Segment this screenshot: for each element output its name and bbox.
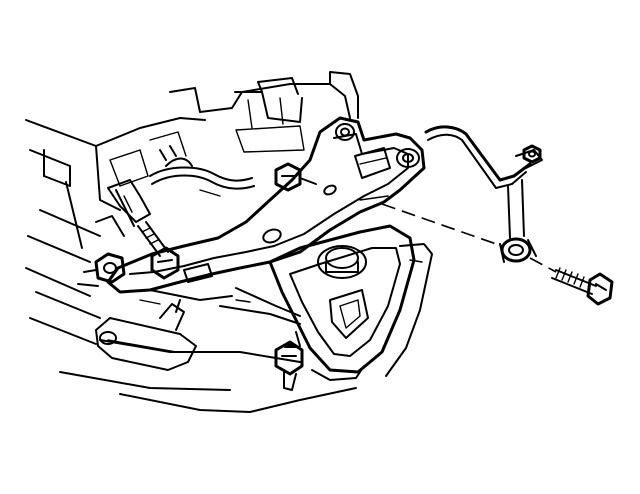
detail-lines xyxy=(139,189,389,325)
lower-retaining-nut xyxy=(274,331,304,391)
main-bracket xyxy=(106,116,426,294)
triangular-support-bracket xyxy=(268,224,433,381)
left-hex-nut xyxy=(77,252,126,287)
alignment-guide-line xyxy=(381,203,557,273)
exploded-lever-rod xyxy=(424,125,543,263)
cable-link-rod xyxy=(149,145,255,190)
lower-mount-bracket xyxy=(95,299,197,371)
left-mount-bolt xyxy=(95,179,180,280)
upper-hex-nut xyxy=(274,162,317,192)
exploded-mounting-bolt xyxy=(551,267,614,306)
frame-structure xyxy=(25,71,359,413)
